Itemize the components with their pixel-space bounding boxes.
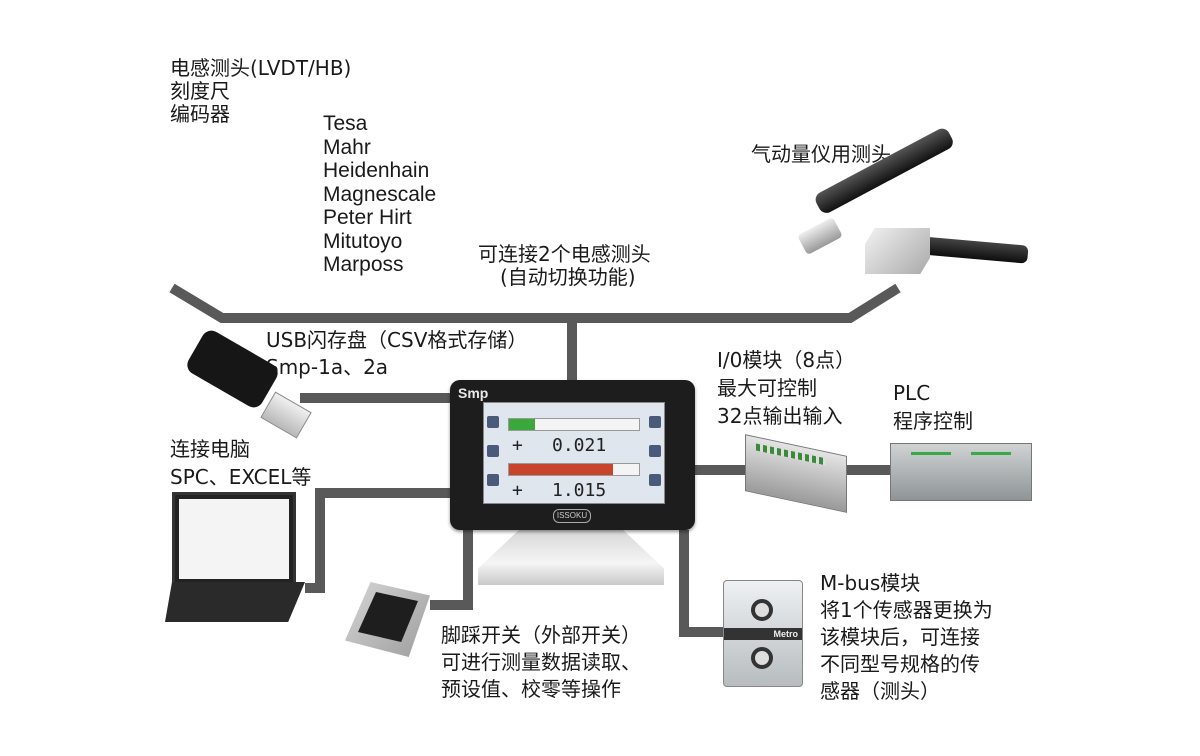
screen-right-icons [648,406,662,500]
usb-label-line: USB闪存盘（CSV格式存储） [266,328,528,352]
top-bus-line [169,283,901,323]
brand-item: Heidenhain [323,159,430,182]
screen-left-icons [486,406,500,500]
reading-2: +1.015 [512,480,642,501]
pc-label: 连接电脑 SPC、EXCEL等 [170,438,311,489]
foot-switch-line: 可进行测量数据读取、 [441,650,641,674]
device-brand-tag: ISSOKU [553,509,591,523]
laptop-icon [172,492,296,586]
brand-item: Marposs [323,253,404,276]
reading-1-value: 0.021 [552,435,607,456]
pneumatic-label: 气动量仪用测头 [751,142,891,166]
probe-input-line: 可连接2个电感测头 [478,242,651,266]
mbus-line [679,530,723,637]
gauge-bar-1-fill [509,419,535,430]
reading-1-sign: + [512,435,523,456]
foot-switch-line [430,530,473,610]
brand-item: Mahr [323,135,371,159]
mbus-brand-label: Metro [724,628,802,640]
sensor-type-lvdt: 电感测头(LVDT/HB) [170,56,352,80]
io-label-line: 最大可控制 [717,376,817,400]
device-screen: +0.021 +1.015 [483,402,665,504]
mbus-label-line: 该模块后，可连接 [820,625,980,649]
brand-item: Mitutoyo [323,229,403,253]
brand-item: Peter Hirt [323,206,412,229]
plc-label-line: 程序控制 [893,409,973,433]
mbus-output-port-icon [751,647,773,669]
plc-label: PLC 程序控制 [893,382,973,433]
mbus-label-line: M-bus模块 [820,571,921,595]
reading-2-value: 1.015 [552,480,607,501]
mbus-label: M-bus模块 将1个传感器更换为 该模块后，可连接 不同型号规格的传 感器（测… [820,572,993,703]
mbus-label-line: 不同型号规格的传 [820,652,980,676]
reading-2-sign: + [512,480,523,501]
probe-input-note: 可连接2个电感测头 (自动切换功能) [478,243,651,289]
sensor-type-encoder: 编码器 [170,102,230,126]
gauge-bar-2 [508,463,640,476]
brand-item: Tesa [323,112,368,135]
usb-label-line: Smp-1a、2a [266,355,389,379]
pc-label-line: SPC、EXCEL等 [170,465,312,489]
mbus-module-icon: Metro [723,580,803,687]
mbus-input-port-icon [751,599,773,621]
gauge-bar-1 [508,418,640,431]
io-module-label: I/0模块（8点） 最大可控制 32点输出输入 [717,349,855,428]
sensor-type-scale: 刻度尺 [170,79,230,103]
reading-1: +0.021 [512,435,642,456]
plc-label-line: PLC [893,381,931,405]
mbus-label-line: 将1个传感器更换为 [820,598,993,622]
pc-line [305,488,452,593]
pc-label-line: 连接电脑 [170,437,250,461]
probe-clamp-icon [865,228,930,274]
device-logo: Smp [458,385,489,401]
probe-input-line: (自动切换功能) [500,265,636,289]
io-label-line: 32点输出输入 [717,404,843,428]
foot-switch-line: 预设值、校零等操作 [441,677,621,701]
brand-item: Magnescale [323,182,437,206]
laptop-keyboard-icon [165,582,305,622]
io-label-line: I/0模块（8点） [717,348,856,372]
brand-list: Tesa Mahr Heidenhain Magnescale Peter Hi… [323,112,436,277]
usb-label: USB闪存盘（CSV格式存储） Smp-1a、2a [266,329,527,379]
foot-switch-label: 脚踩开关（外部开关） 可进行测量数据读取、 预设值、校零等操作 [441,624,641,701]
mbus-label-line: 感器（测头） [820,679,940,703]
gauge-bar-2-fill [509,464,613,475]
foot-switch-line: 脚踩开关（外部开关） [441,623,641,647]
sensor-types: 电感测头(LVDT/HB) 刻度尺 编码器 [170,57,351,126]
measurement-display-device: Smp +0.021 +1.015 ISSOKU [450,380,695,530]
plc-icon [890,443,1032,501]
